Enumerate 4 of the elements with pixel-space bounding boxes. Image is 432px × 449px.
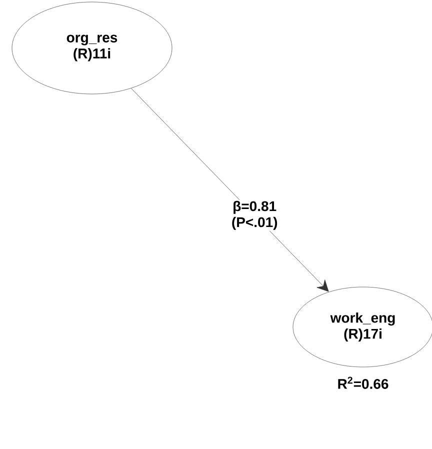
r-squared-label: R$^{2}$=0.66 <box>338 376 388 389</box>
ellipse-node: org_res (R)11i <box>12 2 172 94</box>
edge-label: β=0.81 (P<.01) <box>232 200 278 230</box>
arrow <box>130 88 329 292</box>
